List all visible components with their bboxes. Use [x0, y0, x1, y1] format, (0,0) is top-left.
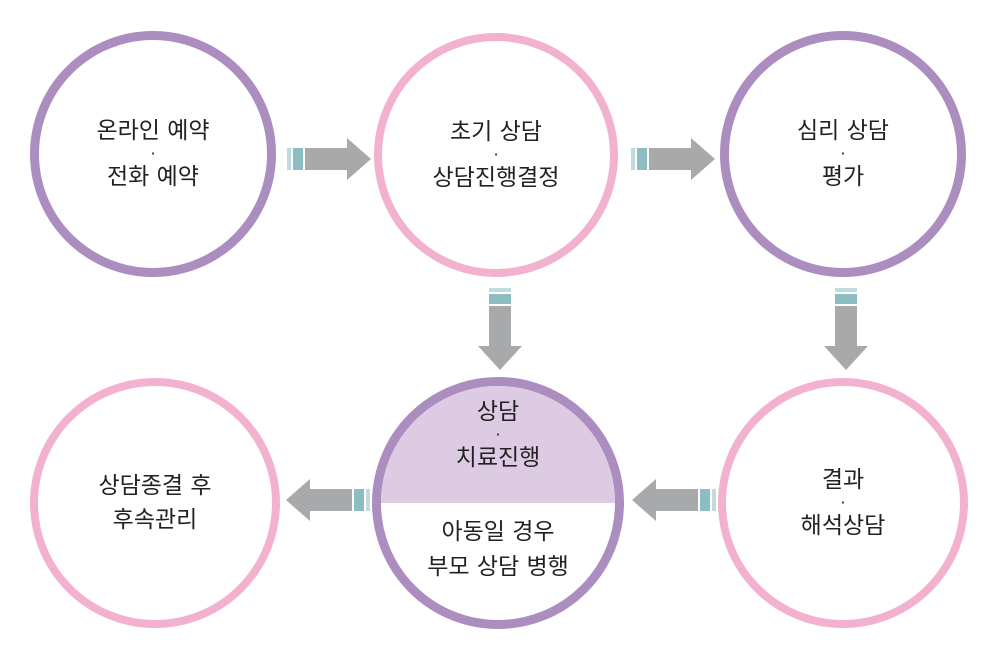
step-treatment-bottom-line2: 부모 상담 병행: [427, 553, 569, 580]
step-assessment-separator: ·: [840, 144, 846, 164]
step-treatment-top-line1: 상담: [476, 398, 520, 425]
arrow-left-icon: [286, 479, 370, 521]
step-reservation-separator: ·: [150, 144, 156, 164]
step-interpretation: 결과 · 해석상담: [718, 378, 968, 628]
step-treatment: 상담 · 치료진행 아동일 경우 부모 상담 병행: [372, 377, 624, 629]
step-initial-consultation: 초기 상담 · 상담진행결정: [374, 33, 618, 277]
step-treatment-note: 아동일 경우 부모 상담 병행: [381, 503, 615, 620]
step-followup-line2: 후속관리: [112, 507, 198, 533]
step-interpretation-separator: ·: [840, 493, 846, 513]
step-assessment-line1: 심리 상담: [797, 117, 889, 144]
arrow-down-icon: [824, 288, 868, 370]
step-treatment-bottom-line1: 아동일 경우: [441, 519, 555, 545]
step-initial-separator: ·: [493, 145, 499, 165]
step-assessment: 심리 상담 · 평가: [720, 31, 966, 277]
arrow-right-icon: [631, 138, 715, 180]
step-interpretation-line1: 결과: [821, 466, 865, 493]
arrow-left-icon: [632, 479, 716, 521]
step-reservation-line2: 전화 예약: [107, 163, 199, 190]
step-treatment-highlight: 상담 · 치료진행: [381, 386, 615, 503]
step-reservation-line1: 온라인 예약: [96, 117, 210, 144]
step-initial-line1: 초기 상담: [450, 118, 542, 145]
step-initial-line2: 상담진행결정: [432, 164, 560, 191]
arrow-down-icon: [478, 288, 522, 370]
step-treatment-separator: ·: [495, 425, 501, 445]
step-assessment-line2: 평가: [821, 163, 865, 190]
arrow-right-icon: [287, 138, 371, 180]
step-reservation: 온라인 예약 · 전화 예약: [30, 31, 276, 277]
step-treatment-top-line2: 치료진행: [455, 444, 541, 471]
step-interpretation-line2: 해석상담: [800, 512, 886, 539]
step-followup-line1: 상담종결 후: [98, 472, 212, 499]
step-followup: 상담종결 후 후속관리: [30, 378, 280, 628]
